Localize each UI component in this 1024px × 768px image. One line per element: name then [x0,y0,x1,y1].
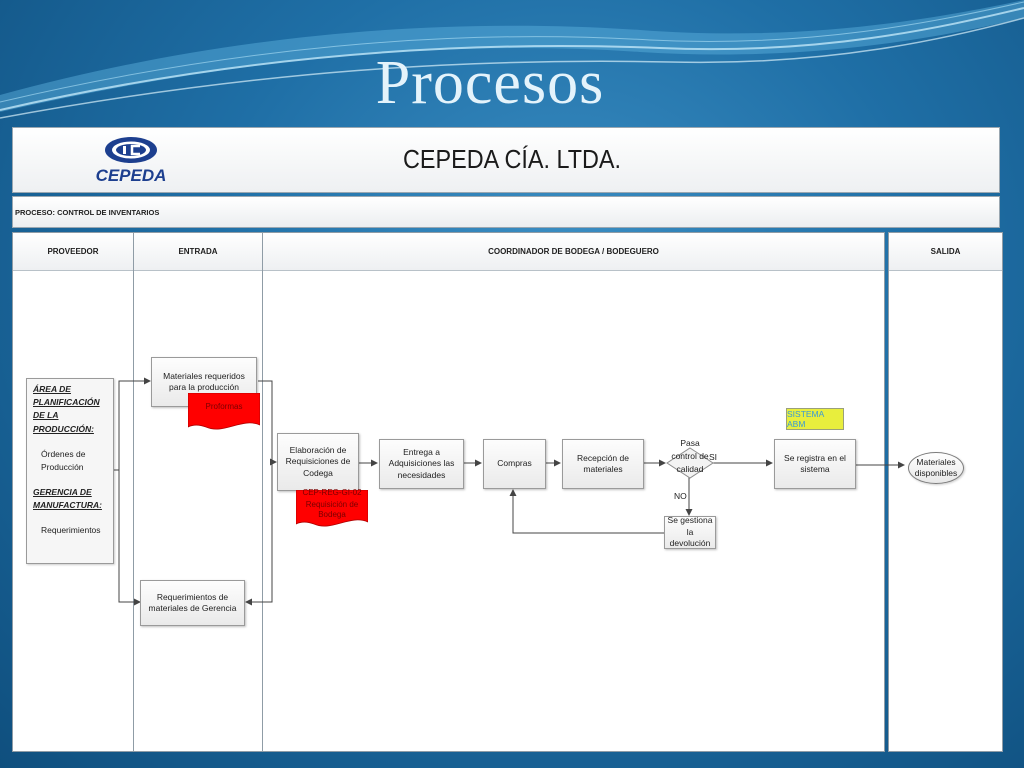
area-title: ÁREA DE PLANIFICACIÓN DE LA PRODUCCIÓN: [33,384,100,434]
gerencia-title: GERENCIA DE MANUFACTURA: [33,487,102,511]
header-panel: CEPEDA CEPEDA CÍA. LTDA. [12,127,1000,193]
node-compras-label: Compras [497,458,532,469]
process-panel: PROCESO: CONTROL DE INVENTARIOS [12,196,1000,228]
node-materiales-disponibles-label: Materiales disponibles [914,456,958,478]
node-entrega: Entrega a Adquisiciones las necesidades [379,439,464,489]
proformas-label: Proformas [205,402,243,411]
decision-yes-label: SI [709,452,718,462]
node-devolucion-label: Se gestiona la devolución [667,515,713,549]
node-entrega-label: Entrega a Adquisiciones las necesidades [388,446,455,480]
company-name: CEPEDA CÍA. LTDA. [403,144,622,174]
node-requerimientos-gerencia: Requerimientos de materiales de Gerencia [140,580,245,626]
node-requerimientos-gerencia-label: Requerimientos de materiales de Gerencia [148,591,237,613]
lane-header-entrada: ENTRADA [134,233,262,271]
lane-header-proveedor: PROVEEDOR [13,233,133,271]
lane-salida: SALIDA [888,232,1003,752]
decision-label: Pasa control de calidad [671,438,709,475]
node-recepcion: Recepción de materiales [562,439,644,489]
area-item: Órdenes de Producción [41,448,86,472]
node-compras: Compras [483,439,546,489]
document-requisicion [296,490,368,527]
document-proformas [188,393,260,430]
node-registro: Se registra en el sistema [774,439,856,489]
lane-header-coordinador: COORDINADOR DE BODEGA / BODEGUERO [263,233,884,271]
requisicion-doc-label: Requisición de Bodega [305,500,359,520]
node-materiales-requeridos-label: Materiales requeridos para la producción [163,370,245,392]
logo-text: CEPEDA [96,166,167,185]
lane-entrada: ENTRADA [133,232,263,752]
decision-no-label: NO [674,491,687,501]
source-box: ÁREA DE PLANIFICACIÓN DE LA PRODUCCIÓN: … [26,378,114,564]
sistema-abm-badge: SISTEMA ABM [786,408,844,430]
decorative-waves [0,0,1024,119]
node-elaboracion-label: Elaboración de Requisiciones de Codega [285,444,351,478]
gerencia-item: Requerimientos [41,525,101,536]
node-recepcion-label: Recepción de materiales [577,452,629,474]
decision-diamond [666,447,714,479]
process-label: PROCESO: CONTROL DE INVENTARIOS [15,208,160,217]
slide-title: Procesos [375,49,605,117]
requisicion-doc-code: CEP-REG-GI-02 [302,488,362,497]
node-elaboracion: Elaboración de Requisiciones de Codega [277,433,359,491]
node-devolucion: Se gestiona la devolución [664,515,716,549]
node-registro-label: Se registra en el sistema [784,452,846,474]
lane-header-salida: SALIDA [889,233,1002,271]
node-materiales-disponibles: Materiales disponibles [908,452,964,484]
company-logo: CEPEDA [96,137,167,185]
